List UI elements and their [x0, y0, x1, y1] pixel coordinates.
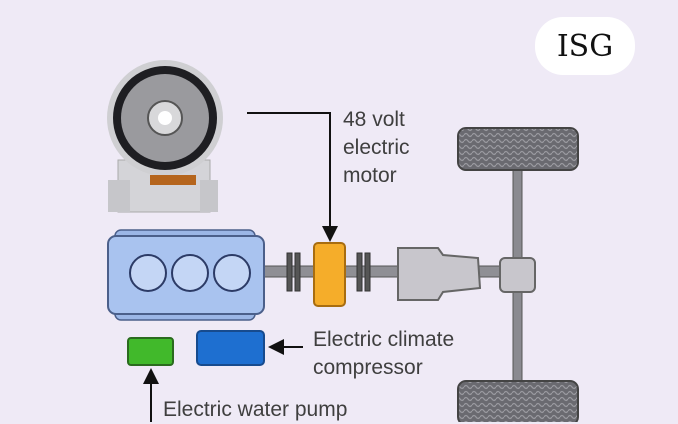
isg-motor-picture — [107, 60, 223, 213]
water-pump-label: Electric water pump — [163, 398, 348, 421]
differential — [499, 257, 536, 293]
water-pump — [127, 337, 174, 366]
wheel-bottom — [457, 380, 579, 422]
climate-compressor — [196, 330, 265, 366]
engine — [107, 229, 265, 321]
compressor-label-line: compressor — [313, 356, 423, 379]
compressor-label: Electric climate compressor — [313, 326, 454, 382]
coupling-left — [286, 252, 301, 292]
motor-block — [313, 242, 346, 307]
compressor-label-line: Electric climate — [313, 328, 455, 351]
motor-leader-arrow — [247, 112, 338, 242]
motor-label: 48 volt electric motor — [343, 106, 410, 190]
wheel-top — [457, 127, 579, 171]
coupling-right — [356, 252, 371, 292]
motor-label-line: electric — [343, 136, 410, 159]
motor-label-line: 48 volt — [343, 108, 405, 131]
motor-label-line: motor — [343, 164, 397, 187]
isg-badge: ISG — [535, 17, 635, 75]
gearbox — [397, 247, 482, 301]
